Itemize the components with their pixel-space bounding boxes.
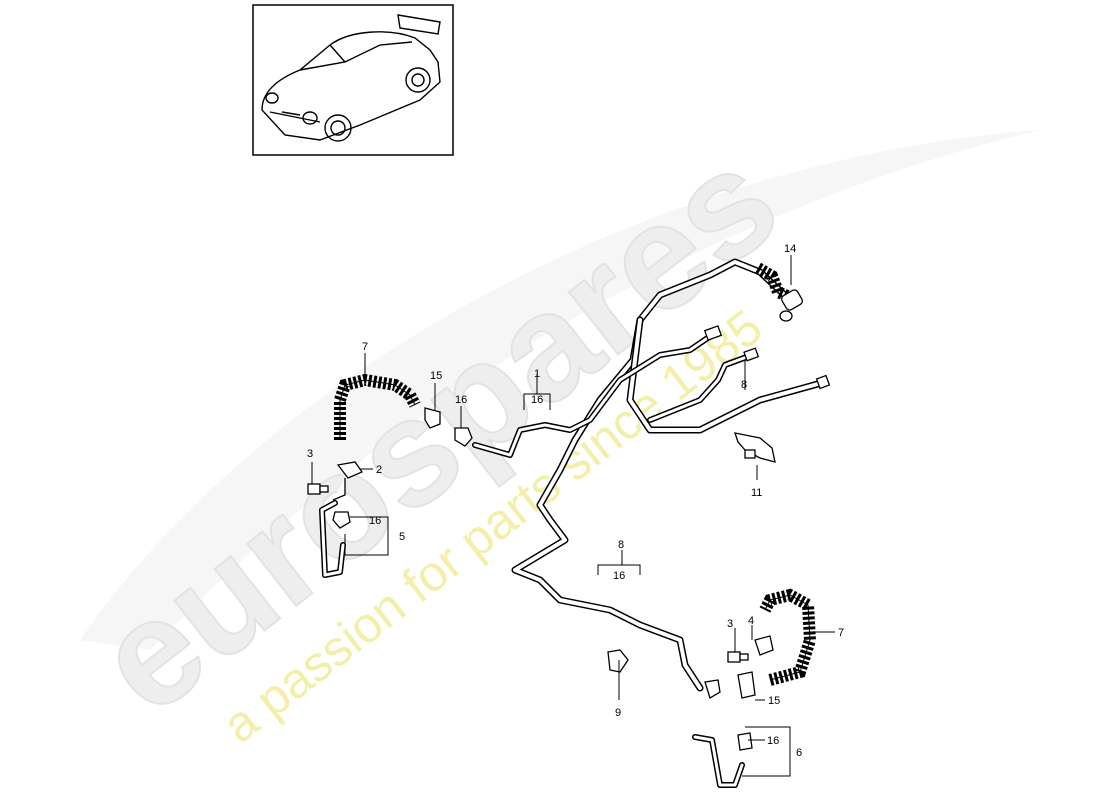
bolt-3-right	[727, 651, 749, 663]
callout-1-sub: 16	[531, 394, 543, 406]
callout-1: 1	[534, 368, 540, 380]
bracket-9	[607, 649, 629, 673]
callout-7-left: 7	[362, 341, 368, 353]
callout-14: 14	[784, 243, 796, 255]
callout-16-left: 16	[455, 394, 467, 406]
callout-4: 4	[748, 615, 754, 627]
union-nut-1	[703, 325, 723, 341]
pipe-end-fitting	[815, 374, 831, 390]
vehicle-thumbnail	[252, 4, 454, 156]
callout-3-right: 3	[727, 618, 733, 630]
hose-end-14	[779, 289, 803, 322]
callout-16-pipe5: 16	[369, 515, 381, 527]
watermark: eurospares a passion for parts since 198…	[65, 114, 1040, 754]
callout-5: 5	[399, 531, 405, 543]
clip-16-pipe5	[332, 511, 351, 529]
clip-15-left	[424, 407, 441, 429]
callout-8-lower: 8	[618, 539, 624, 551]
callout-8-upper: 8	[741, 379, 747, 391]
clip-16-left	[454, 427, 473, 447]
brake-pipes	[319, 258, 829, 788]
callout-16-pipe6: 16	[767, 735, 779, 747]
union-nut-8	[743, 347, 760, 362]
bracket-2	[332, 461, 363, 501]
callout-11: 11	[751, 487, 762, 499]
callout-6: 6	[796, 747, 802, 759]
callout-8-sub: 16	[613, 570, 625, 582]
bracket-11	[734, 432, 776, 463]
callout-3-left: 3	[307, 448, 313, 460]
clip-16-bottom	[704, 679, 721, 699]
callout-15-left: 15	[430, 370, 442, 382]
bracket-15-right	[737, 671, 756, 699]
brake-hose-7-right	[759, 588, 817, 686]
bracket-4	[754, 635, 774, 656]
clip-16-pipe6	[737, 732, 753, 751]
callout-2: 2	[376, 464, 382, 476]
callout-15-right: 15	[768, 695, 780, 707]
bolt-3-left	[307, 483, 329, 495]
callout-7-right: 7	[838, 627, 844, 639]
callouts: 7 15 16 1 16 3 2 16 5 8 11 14 8 16 9 3 4…	[307, 243, 844, 759]
leader-lines	[311, 255, 835, 777]
car-outline-icon	[261, 14, 441, 142]
watermark-swoosh	[80, 130, 1040, 650]
callout-9: 9	[615, 707, 621, 719]
fittings	[307, 289, 831, 751]
